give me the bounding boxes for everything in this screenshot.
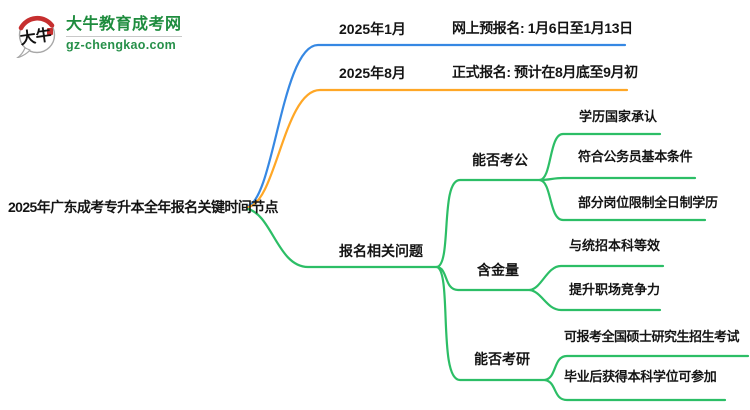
leaf-bachelor-degree: 毕业后获得本科学位可参加	[564, 369, 717, 384]
node-degree-value: 含金量	[477, 262, 519, 278]
logo-characters: 大牛	[19, 25, 53, 48]
node-civil-service-eligibility: 能否考公	[472, 152, 528, 168]
leaf-career-competitiveness: 提升职场竞争力	[569, 282, 661, 297]
site-logo[interactable]: 大牛 大牛教育成考网 gz-chengkao.com	[12, 8, 182, 58]
site-domain: gz-chengkao.com	[66, 37, 177, 52]
leaf-equivalent-to-regular: 与统招本科等效	[569, 238, 661, 253]
leaf-official-registration: 正式报名: 预计在8月底至9月初	[452, 64, 638, 80]
branch-line-questions	[246, 207, 439, 269]
branch-line-postgraduate	[435, 265, 547, 382]
branch-line-civil-service	[435, 178, 542, 269]
logo-divider	[66, 35, 182, 37]
leaf-online-preregistration: 网上预报名: 1月6日至1月13日	[452, 20, 633, 36]
root-node: 2025年广东成考专升本全年报名关键时间节点	[8, 199, 279, 215]
leaf-civil-servant-criteria: 符合公务员基本条件	[578, 149, 693, 164]
leaf-line-career-competitiveness	[528, 288, 662, 312]
node-2025-january: 2025年1月	[339, 21, 406, 37]
logo-text-block: 大牛教育成考网 gz-chengkao.com	[66, 15, 182, 52]
leaf-state-recognized: 学历国家承认	[579, 109, 658, 124]
bull-speech-bubble-icon: 大牛	[16, 15, 56, 58]
leaf-line-state-recognized	[538, 132, 662, 182]
leaf-fulltime-restriction: 部分岗位限制全日制学历	[578, 195, 718, 210]
branch-line-aug	[246, 88, 629, 209]
leaf-line-civil-servant-criteria	[538, 176, 697, 182]
leaf-line-national-exam	[543, 354, 750, 382]
leaf-line-equivalent-to-regular	[528, 264, 665, 292]
leaf-line-fulltime-restriction	[538, 178, 707, 222]
node-registration-questions: 报名相关问题	[339, 243, 423, 259]
leaf-national-exam: 可报考全国硕士研究生招生考试	[564, 329, 740, 344]
node-postgraduate-eligibility: 能否考研	[474, 351, 530, 367]
branch-line-jan	[246, 43, 627, 208]
leaf-line-bachelor-degree	[543, 378, 727, 402]
node-2025-august: 2025年8月	[339, 65, 406, 81]
site-name: 大牛教育成考网	[66, 15, 182, 33]
